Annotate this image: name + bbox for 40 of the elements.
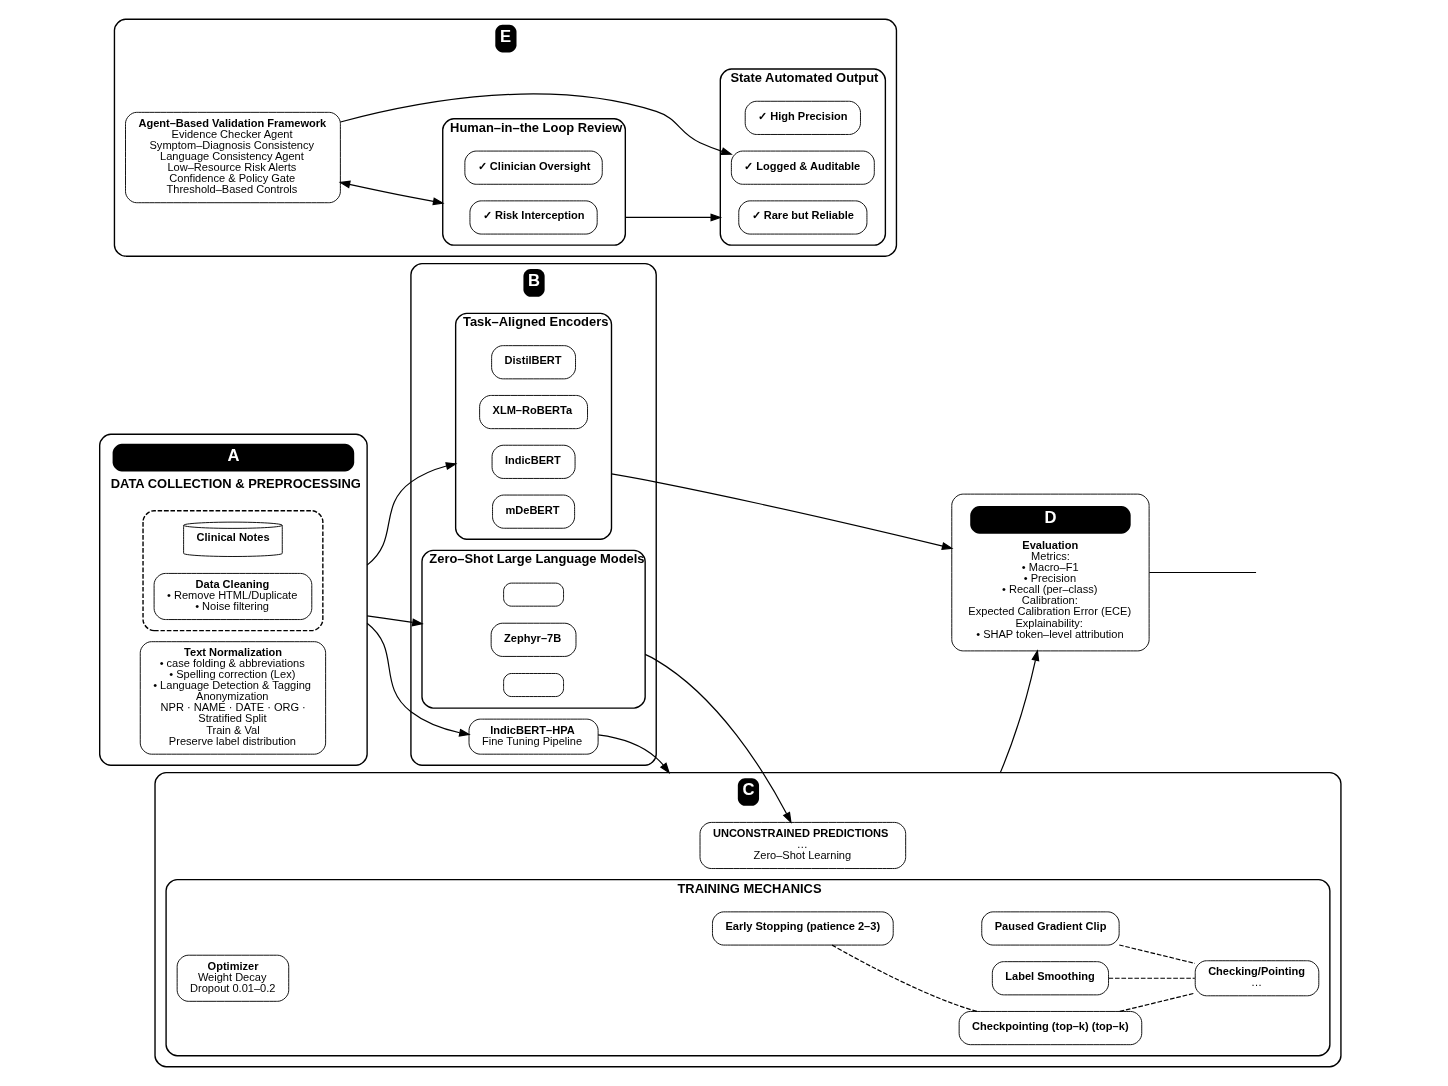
connector [831,944,978,1013]
node-box: IndicBERT [491,444,576,479]
arrow [366,462,458,566]
node-box: Agent–Based Validation Framework Evidence Checker Agent Symptom–Diagnosis Consistency Language Consistency Agent Low–Resource Risk Alerts Confidence & Policy Gate Threshold–Based Controls [125,111,341,204]
connector [1118,944,1196,964]
connector [1148,571,1257,574]
node-box: Checkpointing (top–k) (top–k) [958,1011,1143,1046]
arrow [338,180,445,206]
node-box: ✓ Rare but Reliable [738,200,868,235]
node-box: mDeBERT [492,494,576,529]
node-box: ✓ Risk Interception [469,200,598,235]
node-box: D Evaluation Metrics: • Macro–F1 • Precision • Recall (per–class) Calibration: Expected Calibration Error (ECE) Explainability: • SHAP token–level attribution [951,493,1150,652]
node-box: DistilBERT [491,345,576,380]
node-box: Label Smoothing [991,961,1109,996]
arrow [366,622,471,737]
connector [1119,992,1196,1012]
node-box: XLM–RoBERTa [479,395,588,430]
node-box: Checking/Pointing … [1194,960,1320,997]
node-box: ✓ Logged & Auditable [730,150,875,185]
arrow [644,653,792,824]
arrow [366,615,424,627]
node-box: Optimizer Weight Decay Dropout 0.01–0.2 [176,954,290,1002]
arrow [999,649,1040,774]
arrow [610,473,954,550]
cluster [142,510,324,632]
arrow [624,213,723,222]
node-box: Text Normalization • case folding & abbreviations • Spelling correction (Lex) • Language Detection & Tagging Anonymization NPR · NAME · DATE · ORG · Stratified Split Train & Val Preserve label distribution [139,641,327,755]
node-box: IndicBERT–HPA Fine Tuning Pipeline [468,718,599,755]
node-box: Zephyr–7B [490,622,577,657]
node-box: Data Cleaning • Remove HTML/Duplicate • Noise filtering [153,572,313,620]
node-box [503,673,564,697]
arrow [339,93,733,156]
node-box [503,582,564,607]
node-box: ✓ High Precision [744,100,861,135]
node-box: Paused Gradient Clip [981,911,1120,946]
node-box: Early Stopping (patience 2–3) [712,911,894,946]
arrow [597,734,671,775]
connector [1108,977,1196,979]
node-box: ✓ Clinician Oversight [464,150,603,185]
node-box: UNCONSTRAINED PREDICTIONS … Zero–Shot Learning [699,821,907,869]
